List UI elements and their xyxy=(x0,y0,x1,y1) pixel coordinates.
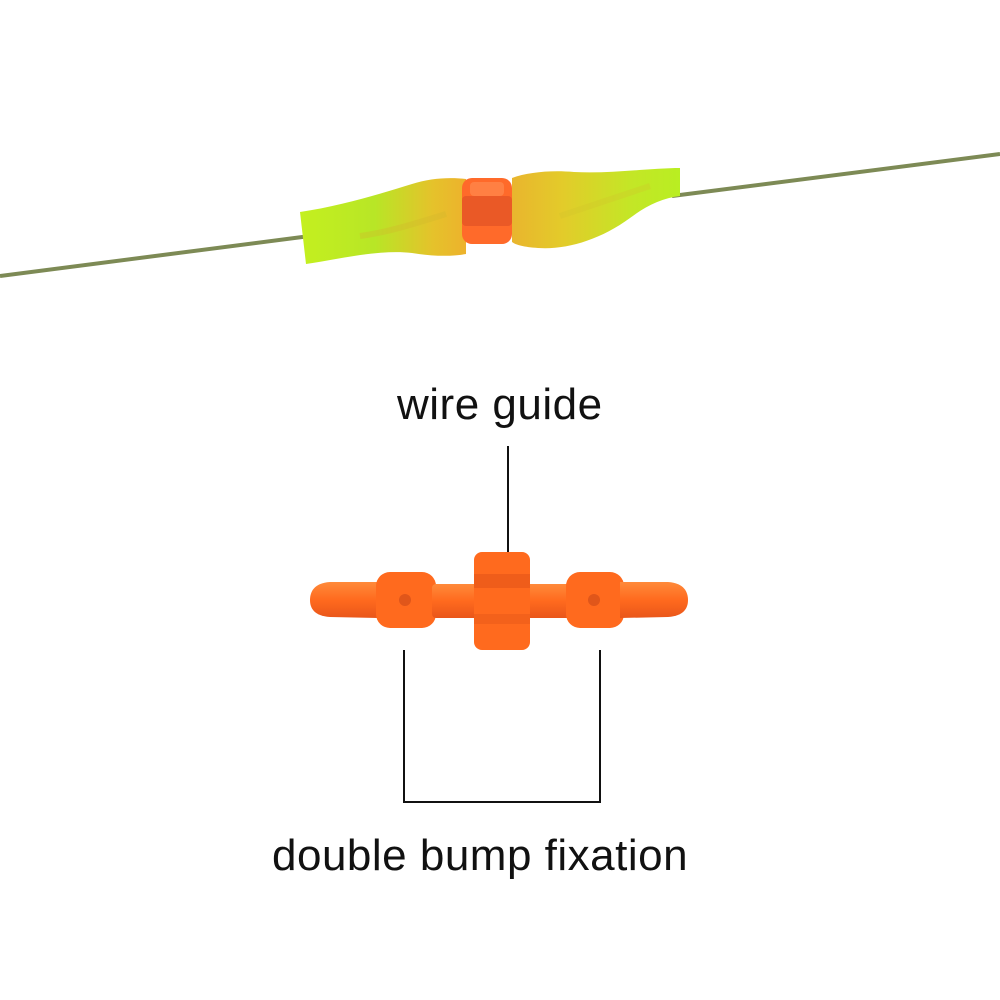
double-bump-bracket xyxy=(403,650,601,803)
fishing-line-connector-assembly-icon xyxy=(0,152,1000,278)
connector-left-tip xyxy=(310,582,378,618)
left-sleeve-highlight xyxy=(359,211,447,239)
fishing-line xyxy=(0,234,311,278)
right-sleeve-highlight xyxy=(559,183,651,219)
orange-connector-part-icon xyxy=(310,552,688,650)
left-sleeve xyxy=(300,178,466,264)
fishing-line-right xyxy=(671,152,1000,198)
assembly-connector-icon xyxy=(462,178,512,244)
wire-guide-label: wire guide xyxy=(397,380,603,429)
double-bump-fixation-label: double bump fixation xyxy=(272,831,689,880)
connector-right-tip xyxy=(620,582,688,618)
connector-wire-guide-block xyxy=(474,552,530,650)
right-sleeve xyxy=(512,168,680,249)
